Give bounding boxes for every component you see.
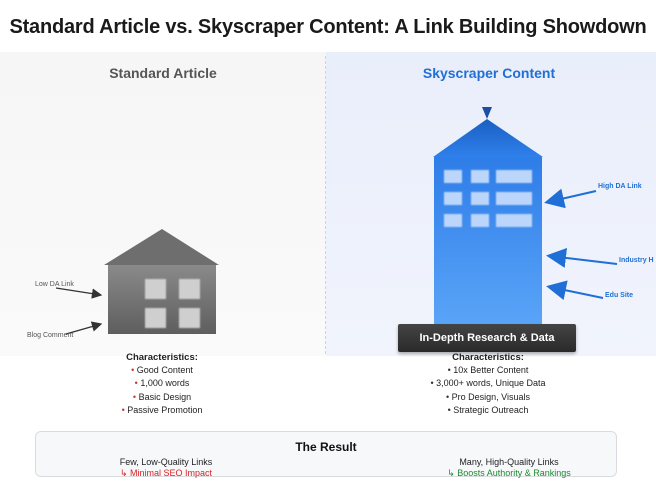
skyscraper-antenna <box>482 107 492 119</box>
characteristic-item: • Passive Promotion <box>121 404 203 415</box>
standard-characteristics: Characteristics: • Good Content • 1,000 … <box>62 351 262 417</box>
skyscraper-window <box>496 214 532 227</box>
skyscraper-body <box>434 157 542 327</box>
result-skyscraper-links: Many, High-Quality Links <box>459 457 559 467</box>
house-window <box>179 279 200 299</box>
characteristic-item: • Strategic Outreach <box>447 404 529 415</box>
house-icon <box>104 229 219 334</box>
result-skyscraper-impact: ↳ Boosts Authority & Rankings <box>447 468 571 478</box>
result-skyscraper: Many, High-Quality Links ↳ Boosts Author… <box>424 457 594 479</box>
result-box: The Result Few, Low-Quality Links ↳ Mini… <box>35 431 617 479</box>
result-standard-impact: ↳ Minimal SEO Impact <box>119 468 213 478</box>
characteristics-title: Characteristics: <box>126 352 198 363</box>
industry-link-label: Industry H <box>619 257 654 264</box>
characteristic-item: • Pro Design, Visuals <box>445 391 531 402</box>
result-standard-links: Few, Low-Quality Links <box>119 457 213 467</box>
skyscraper-window <box>444 192 462 205</box>
skyscraper-window <box>444 214 462 227</box>
edu-site-arrow <box>546 280 604 301</box>
house-roof <box>104 229 219 265</box>
characteristic-item: • 3,000+ words, Unique Data <box>430 378 546 389</box>
blog-comment-label: Blog Comment <box>27 332 73 339</box>
page-title: Standard Article vs. Skyscraper Content:… <box>9 16 647 38</box>
low-da-link-label: Low DA Link <box>35 281 74 288</box>
characteristic-item: • Basic Design <box>132 391 192 402</box>
result-title: The Result <box>295 440 357 454</box>
skyscraper-window <box>471 214 489 227</box>
standard-article-heading: Standard Article <box>109 65 217 81</box>
research-foundation: In-Depth Research & Data <box>398 324 576 352</box>
house-window <box>179 308 200 328</box>
panel-divider <box>325 56 326 354</box>
skyscraper-window <box>471 170 489 183</box>
house-window <box>145 308 166 328</box>
skyscraper-window <box>471 192 489 205</box>
high-da-link-arrow <box>544 188 597 209</box>
low-da-link-arrow <box>55 287 103 299</box>
skyscraper-heading: Skyscraper Content <box>422 65 556 81</box>
skyscraper-characteristics: Characteristics: • 10x Better Content • … <box>383 351 593 417</box>
blog-comment-arrow <box>65 321 103 335</box>
skyscraper-roof <box>433 119 543 157</box>
skyscraper-window <box>496 192 532 205</box>
high-da-link-label: High DA Link <box>598 183 642 190</box>
characteristic-item: • Good Content <box>131 365 193 376</box>
industry-link-arrow <box>546 247 618 268</box>
skyscraper-window <box>444 170 462 183</box>
result-standard: Few, Low-Quality Links ↳ Minimal SEO Imp… <box>96 457 236 479</box>
skyscraper-window <box>496 170 532 183</box>
skyscraper-icon <box>433 107 543 327</box>
characteristics-title: Characteristics: <box>452 352 524 363</box>
characteristic-item: • 1,000 words <box>134 378 190 389</box>
house-window <box>145 279 166 299</box>
characteristic-item: • 10x Better Content <box>447 365 529 376</box>
edu-site-label: Edu Site <box>605 292 633 299</box>
